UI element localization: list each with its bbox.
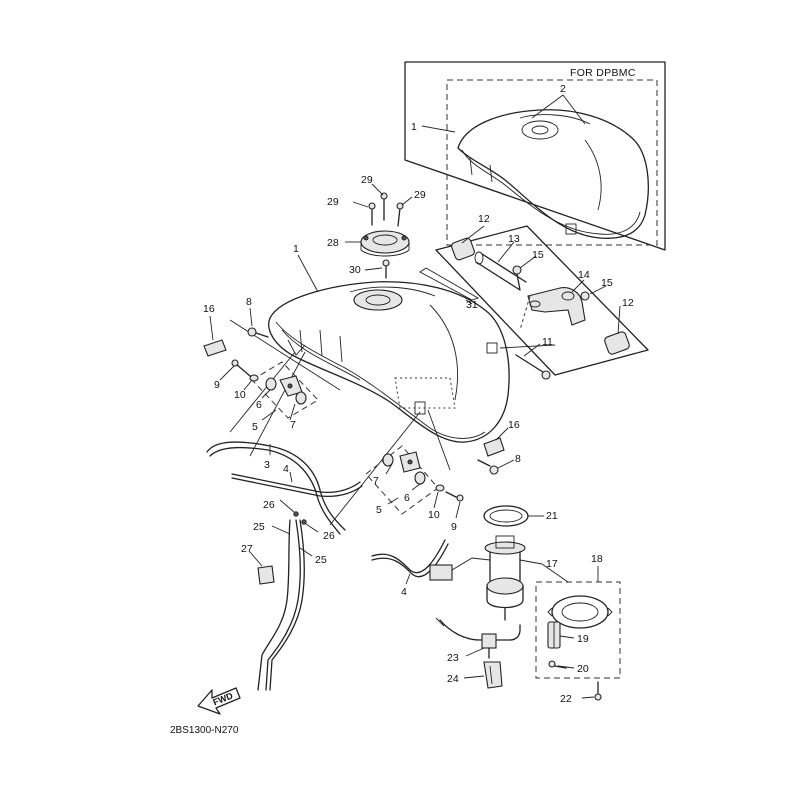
bolt-30 xyxy=(382,259,390,279)
callout-14: 14 xyxy=(578,269,590,281)
damper-12-top xyxy=(451,237,475,261)
callout-21: 21 xyxy=(546,510,558,522)
callout-17: 17 xyxy=(546,558,558,570)
collar-6-left xyxy=(265,377,277,391)
washer-10-right xyxy=(435,484,445,492)
screw-29-right xyxy=(396,202,404,227)
clamp-27 xyxy=(257,565,275,585)
screw-20 xyxy=(548,660,567,669)
collar-6-right xyxy=(414,471,426,485)
callout-25a: 25 xyxy=(253,521,265,533)
bolt-9-left xyxy=(231,359,251,377)
callout-5b: 5 xyxy=(376,504,382,516)
callout-24: 24 xyxy=(447,673,459,685)
callout-8b: 8 xyxy=(515,453,521,465)
strip-31 xyxy=(419,267,480,301)
callout-4b: 4 xyxy=(401,586,407,598)
callout-5a: 5 xyxy=(252,421,258,433)
callout-15a: 15 xyxy=(532,249,544,261)
fwd-arrow-icon: FWD xyxy=(197,687,241,715)
callout-18: 18 xyxy=(591,553,603,565)
callout-6b: 6 xyxy=(404,492,410,504)
callout-9b: 9 xyxy=(451,521,457,533)
callout-10a: 10 xyxy=(234,389,246,401)
callout-8a: 8 xyxy=(246,296,252,308)
callout-2: 2 xyxy=(560,83,566,95)
callout-16b: 16 xyxy=(508,419,520,431)
damper-16-right xyxy=(483,437,505,457)
screw-22 xyxy=(594,681,602,701)
connector-24 xyxy=(483,661,503,689)
rear-bracket-frame xyxy=(435,225,649,376)
pump-bracket xyxy=(547,595,613,629)
bolt-15-right xyxy=(580,291,590,301)
bolt-15-left xyxy=(512,265,522,291)
gasket-21 xyxy=(483,505,529,527)
callout-12a: 12 xyxy=(478,213,490,225)
variant-fuel-tank xyxy=(457,109,649,239)
callout-31: 31 xyxy=(466,299,478,311)
main-fuel-tank xyxy=(268,281,510,443)
fuel-cap-assembly xyxy=(360,192,410,279)
variant-dashed-group xyxy=(446,79,658,246)
harness-23 xyxy=(435,617,521,659)
callout-19: 19 xyxy=(577,633,589,645)
callout-13: 13 xyxy=(508,233,520,245)
callout-22: 22 xyxy=(560,693,572,705)
hose-25 xyxy=(257,519,305,691)
callout-15b: 15 xyxy=(601,277,613,289)
callout-23: 23 xyxy=(447,652,459,664)
diagram-code: 2BS1300-N270 xyxy=(170,725,239,736)
callout-7a: 7 xyxy=(290,419,296,431)
callout-29a: 29 xyxy=(327,196,339,208)
bolt-9-right xyxy=(445,491,464,502)
callout-28: 28 xyxy=(327,237,339,249)
callout-27: 27 xyxy=(241,543,253,555)
hose-3 xyxy=(206,441,346,535)
callout-3: 3 xyxy=(264,459,270,471)
bolt-11 xyxy=(515,354,551,380)
bolt-8-right xyxy=(477,459,499,475)
callout-4a: 4 xyxy=(283,463,289,475)
callout-29c: 29 xyxy=(414,189,426,201)
damper-12-right xyxy=(604,331,630,355)
variant-box-frame xyxy=(404,61,666,251)
callout-1: 1 xyxy=(293,243,299,255)
callout-11: 11 xyxy=(542,336,553,348)
callout-6a: 6 xyxy=(256,399,262,411)
callout-9a: 9 xyxy=(214,379,220,391)
screw-29-center xyxy=(380,192,388,221)
bracket-14 xyxy=(527,287,586,326)
callout-16a: 16 xyxy=(203,303,215,315)
variant-box: FOR DPBMC 1 2 xyxy=(404,61,666,251)
callout-20: 20 xyxy=(577,663,589,675)
callout-12b: 12 xyxy=(622,297,634,309)
hose-4-left xyxy=(231,473,363,498)
callout-30: 30 xyxy=(349,264,361,276)
callout-10b: 10 xyxy=(428,509,440,521)
washer-10-left xyxy=(249,374,259,382)
clip-26 xyxy=(293,511,307,525)
fuel-pump-17 xyxy=(429,535,526,621)
callout-26a: 26 xyxy=(263,499,275,511)
callout-7b: 7 xyxy=(373,475,379,487)
callout-26b: 26 xyxy=(323,530,335,542)
callout-29b: 29 xyxy=(361,174,373,186)
variant-box-label: FOR DPBMC xyxy=(570,67,636,79)
collar-13 xyxy=(474,251,527,291)
grommet-7-left xyxy=(279,375,307,405)
left-mount-dashed-group xyxy=(251,361,319,419)
pump-bracket-dashed-group xyxy=(535,581,621,679)
bolt-8-left xyxy=(247,327,269,338)
callout-25b: 25 xyxy=(315,554,327,566)
damper-16-left xyxy=(203,339,227,357)
screw-29-left xyxy=(368,202,376,226)
hose-4-right xyxy=(371,539,449,578)
grommet-7-right xyxy=(382,451,421,473)
fuel-sender-19 xyxy=(547,621,561,649)
callout-1a: 1 xyxy=(411,121,417,133)
